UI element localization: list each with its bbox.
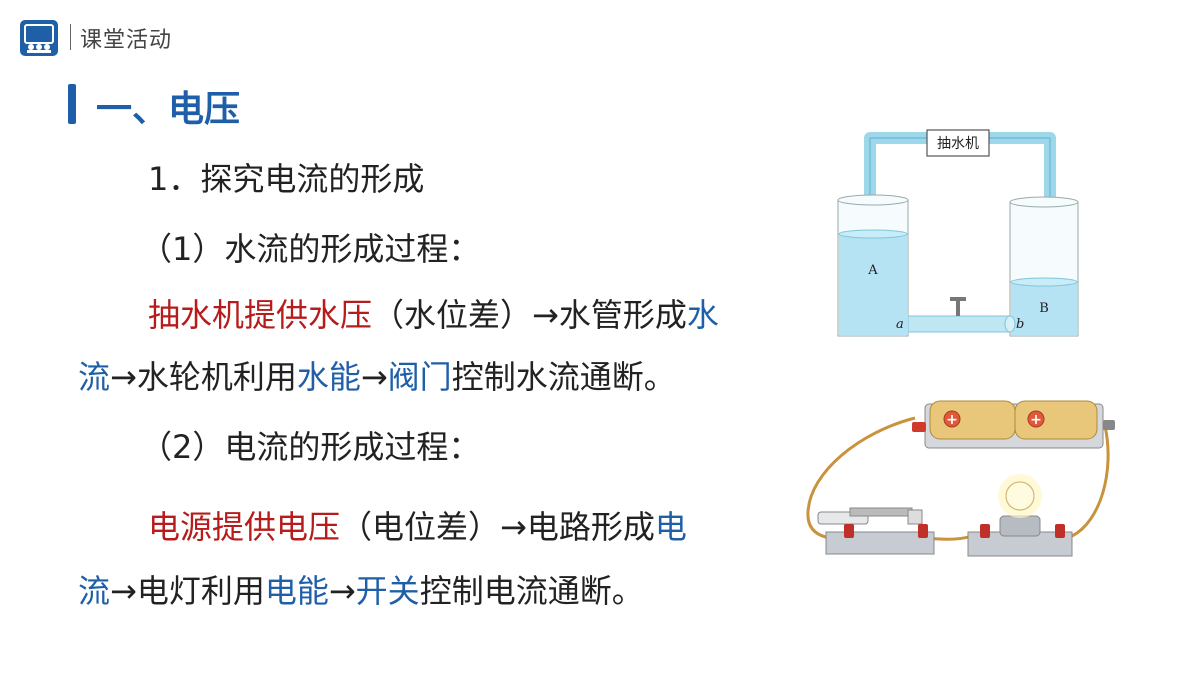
electric-paragraph-line1: 电源提供电压（电位差）→电路形成电 — [148, 502, 687, 548]
water-text-flow-b: 流 — [78, 358, 111, 396]
battery-positive-icon — [1027, 410, 1045, 428]
electric-circuit-diagram: + + — [806, 400, 1115, 557]
electric-text-source: 电源提供电压 — [148, 508, 341, 546]
electric-text-lamp: →电灯利用 — [110, 572, 265, 610]
electric-text-mid: （电位差）→电路形成 — [340, 508, 655, 546]
water-text-energy: 水能 — [296, 358, 361, 396]
point-b-label: b — [1016, 317, 1024, 332]
pump-box — [926, 129, 990, 157]
water-text-mid: （水位差）→水管形成 — [372, 296, 687, 334]
water-paragraph-line2: 流→水轮机利用水能→阀门控制水流通断。 — [78, 352, 676, 398]
section-label: 课堂活动 — [80, 28, 173, 53]
svg-text:+: + — [1030, 412, 1042, 428]
water-circuit-diagram: 抽水机 A B a b — [837, 129, 1079, 337]
water-text-valve: 阀门 — [387, 358, 452, 396]
title-accent-bar — [68, 84, 76, 124]
water-text-arrow: → — [360, 358, 388, 396]
electric-text-current-a: 电 — [654, 508, 687, 546]
classroom-activity-icon — [20, 20, 58, 56]
switch-base — [825, 531, 935, 555]
bulb-icon — [1005, 481, 1035, 511]
point-a-label: a — [896, 317, 904, 332]
electric-text-switch: 开关 — [355, 572, 420, 610]
battery-positive-icon — [943, 410, 961, 428]
tank-a-label: A — [867, 263, 878, 278]
electric-text-control: 控制电流通断。 — [419, 572, 644, 610]
electric-paragraph-line2: 流→电灯利用电能→开关控制电流通断。 — [78, 566, 644, 612]
water-heading: （1）水流的形成过程： — [140, 230, 481, 268]
water-text-control: 控制水流通断。 — [451, 358, 676, 396]
page-title: 一、电压 — [96, 89, 241, 130]
electric-text-energy: 电能 — [264, 572, 329, 610]
svg-text:+: + — [946, 412, 958, 428]
electric-text-arrow: → — [328, 572, 356, 610]
electric-text-current-b: 流 — [78, 572, 111, 610]
header-separator — [70, 24, 71, 50]
water-text-turbine: →水轮机利用 — [110, 358, 297, 396]
water-text-flow-a: 水 — [686, 296, 719, 334]
electric-heading: （2）电流的形成过程： — [140, 428, 481, 466]
tank-b-label: B — [1039, 301, 1049, 316]
pump-label: 抽水机 — [937, 136, 979, 152]
subtitle: 1．探究电流的形成 — [148, 160, 425, 198]
water-text-pump: 抽水机提供水压 — [148, 296, 373, 334]
water-paragraph-line1: 抽水机提供水压（水位差）→水管形成水 — [148, 290, 719, 336]
